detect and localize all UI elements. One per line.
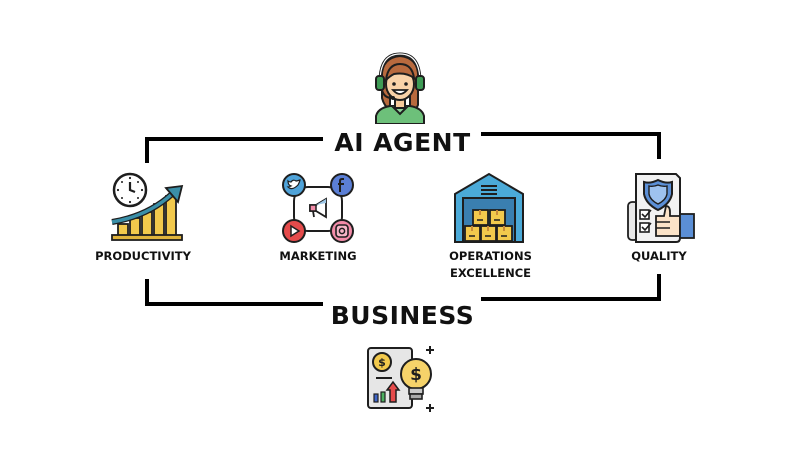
svg-text:$: $ [378, 356, 386, 369]
excellence-label: EXCELLENCE [449, 266, 532, 280]
quality-shield-thumbs-up-icon [627, 173, 695, 243]
marketing-label: MARKETING [279, 249, 357, 263]
bottom-right-vertical-line [657, 274, 661, 301]
social-media-marketing-icon [282, 173, 354, 243]
productivity-label: PRODUCTIVITY [95, 249, 191, 263]
top-right-horizontal-line [481, 132, 661, 136]
top-right-vertical-line [657, 132, 661, 159]
customer-support-agent-headset-icon [375, 52, 425, 124]
svg-text:$: $ [410, 365, 422, 385]
operations-label: OPERATIONS [449, 249, 532, 263]
quality-label: QUALITY [631, 249, 687, 263]
top-left-horizontal-line [145, 137, 323, 141]
bottom-left-horizontal-line [145, 302, 323, 306]
top-title: AI AGENT [334, 128, 471, 157]
warehouse-boxes-icon [454, 172, 524, 243]
bottom-left-vertical-line [145, 279, 149, 306]
bottom-title: BUSINESS [330, 301, 475, 330]
top-left-vertical-line [145, 137, 149, 163]
business-finance-lightbulb-icon: $ $ [367, 346, 434, 412]
productivity-chart-clock-icon [111, 172, 184, 241]
bottom-right-horizontal-line [481, 297, 661, 301]
